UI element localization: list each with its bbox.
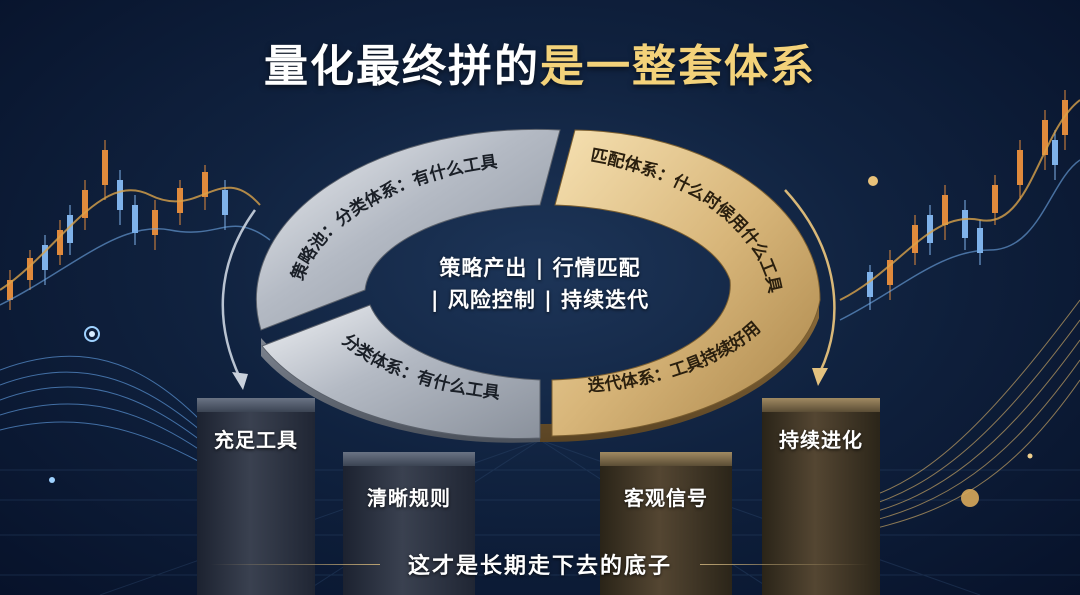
right-arrowhead-icon (812, 368, 828, 386)
footer-caption: 这才是长期走下去的底子 (0, 548, 1080, 580)
ring-center-text: 策略产出 | 行情匹配 | 风险控制 | 持续迭代 (380, 252, 700, 316)
ring-segment-silver-bottom (261, 304, 541, 439)
right-light-waves (859, 299, 1080, 533)
pillar-label: 持续进化 (779, 428, 863, 452)
right-candlestick-chart (839, 90, 1080, 321)
left-node-icon (84, 326, 100, 342)
title-main: 量化最终拼的 (264, 41, 540, 92)
right-dot-icon (1027, 453, 1033, 459)
right-cycle-arrow (784, 189, 836, 373)
left-candlestick-chart (0, 140, 271, 310)
footer-divider-left (210, 564, 380, 565)
pillar-objective-signals: 客观信号 (600, 452, 732, 595)
pillar-label: 客观信号 (624, 486, 708, 510)
left-arrowhead-icon (232, 372, 248, 390)
left-cycle-arrow (221, 209, 257, 379)
center-line-2: | 风险控制 | 持续迭代 (430, 288, 650, 312)
footer-divider-right (700, 564, 870, 565)
left-node-core-icon (89, 331, 95, 337)
pillar-label: 清晰规则 (367, 486, 451, 510)
footer-text: 这才是长期走下去的底子 (407, 554, 672, 579)
title-highlight: 是一整套体系 (540, 41, 816, 92)
pillar-label: 充足工具 (214, 428, 298, 452)
center-line-1: 策略产出 | 行情匹配 (439, 256, 641, 280)
page-title: 量化最终拼的是一整套体系 (0, 30, 1080, 94)
left-dot-icon (49, 477, 55, 483)
pillar-clear-rules: 清晰规则 (343, 452, 475, 595)
ring-segment-gold (551, 129, 821, 437)
right-orb-icon (961, 489, 979, 507)
right-node-icon (868, 176, 878, 186)
ring-segment-silver-top (255, 128, 561, 331)
